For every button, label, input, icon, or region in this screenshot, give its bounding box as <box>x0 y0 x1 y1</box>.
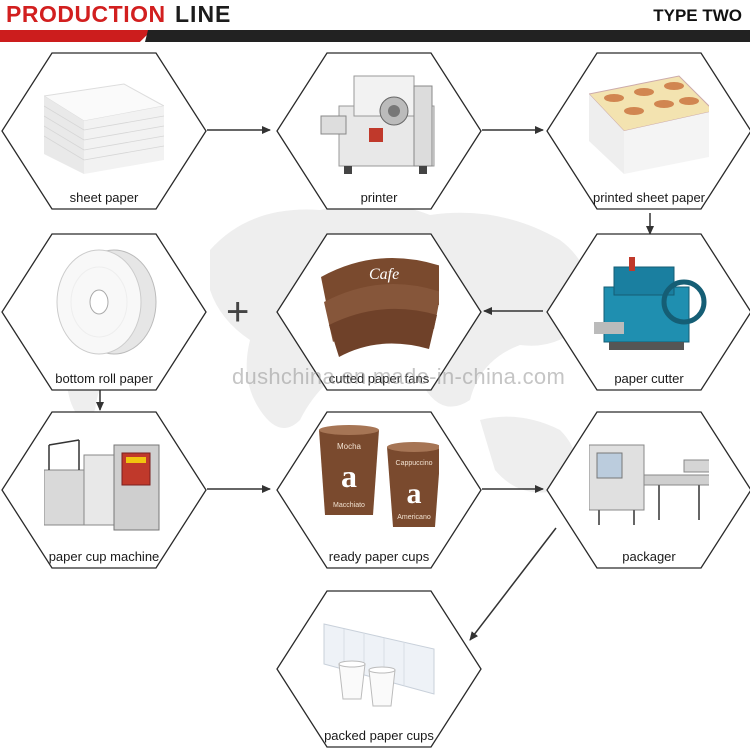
cup-print-word: Mocha <box>337 442 362 451</box>
paper-stack-icon <box>44 83 164 174</box>
cutter-machine-icon <box>594 257 707 350</box>
step-packed-paper-cups: packed paper cups <box>275 590 483 748</box>
cup-print-letter: a <box>341 458 357 494</box>
packed-cups-icon <box>323 623 435 707</box>
step-packager: packager <box>545 411 750 569</box>
cup-machine-icon <box>44 439 160 531</box>
header: PRODUCTION LINE TYPE TWO <box>0 0 750 44</box>
cup-print-letter: a <box>407 477 422 510</box>
cup-print-word: Americano <box>397 514 431 521</box>
fan-print-text: Cafe <box>369 266 399 283</box>
step-label: packed paper cups <box>324 728 434 743</box>
step-cutted-paper-fans: Cafe cutted paper fans <box>275 233 483 391</box>
step-label: cutted paper fans <box>328 371 430 386</box>
cup-print-word: Macchiato <box>333 502 365 509</box>
packager-machine-icon <box>589 444 709 525</box>
cup-print-word: Cappuccino <box>396 460 433 467</box>
step-label: printed sheet paper <box>592 190 706 205</box>
watermark: dushchina.en.made-in-china.com <box>232 364 566 389</box>
step-printer: printer <box>275 52 483 210</box>
paper-fans-icon: Cafe <box>321 258 439 357</box>
arrow-packager-to-packed <box>469 527 557 641</box>
step-label: sheet paper <box>69 190 139 205</box>
step-sheet-paper: sheet paper <box>0 52 208 210</box>
step-label: paper cup machine <box>48 549 160 564</box>
header-red-bar <box>0 30 152 42</box>
printer-machine-icon <box>320 75 435 174</box>
step-label: paper cutter <box>614 371 684 386</box>
step-label: printer <box>360 190 398 205</box>
header-dark-bar <box>145 30 750 42</box>
type-label: TYPE TWO <box>653 6 742 25</box>
paper-roll-icon <box>56 249 157 355</box>
step-paper-cup-machine: paper cup machine <box>0 411 208 569</box>
plus-sign: + <box>226 290 250 334</box>
step-label: ready paper cups <box>328 549 430 564</box>
step-bottom-roll-paper: bottom roll paper <box>0 233 208 391</box>
step-printed-sheet-paper: printed sheet paper <box>545 52 750 210</box>
title-line: LINE <box>175 1 232 27</box>
step-ready-paper-cups: a a Mocha Macchiato Cappuccino Americano… <box>275 411 483 569</box>
paper-cups-icon: a a Mocha Macchiato Cappuccino Americano <box>319 425 439 527</box>
step-label: packager <box>622 549 676 564</box>
step-label: bottom roll paper <box>55 371 153 386</box>
step-paper-cutter: paper cutter <box>545 233 750 391</box>
printed-paper-icon <box>589 75 709 174</box>
title-production: PRODUCTION <box>6 1 166 27</box>
